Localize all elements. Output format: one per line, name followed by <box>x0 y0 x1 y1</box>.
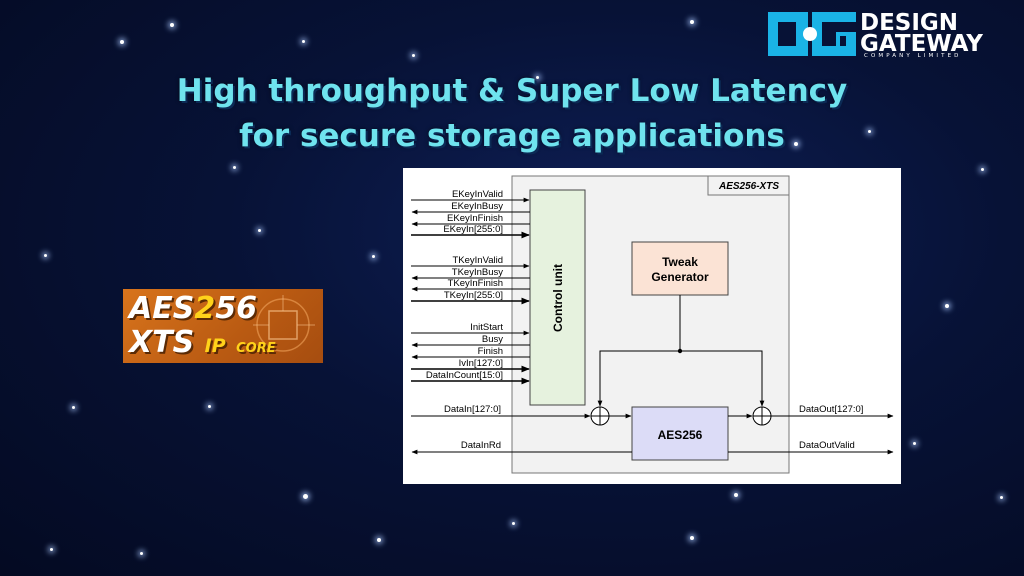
dg-logo-icon <box>768 12 856 56</box>
signal-label: TKeyInBusy <box>452 267 503 278</box>
logo-word-gateway: GATEWAY <box>860 31 983 57</box>
control-signals: EKeyInValidEKeyInBusyEKeyInFinishEKeyIn[… <box>411 189 530 385</box>
star <box>377 538 381 542</box>
badge-aes: AES <box>129 291 195 326</box>
star <box>72 406 75 409</box>
star <box>120 40 124 44</box>
module-title-tab <box>707 176 789 196</box>
tweak-label-line1: Tweak <box>662 255 698 269</box>
aes256-xts-block-diagram: AES256-XTS Control unit Tweak Generator … <box>403 168 901 484</box>
control-unit-block <box>529 189 586 406</box>
signal-label: TKeyIn[255:0] <box>444 290 503 301</box>
tweak-to-xor-in <box>597 350 680 407</box>
signal-label: TKeyInFinish <box>448 278 503 289</box>
star <box>536 76 539 79</box>
star <box>981 168 984 171</box>
signal-label: IvIn[127:0] <box>459 358 503 369</box>
star <box>50 548 53 551</box>
badge-2: 2 <box>194 291 216 326</box>
star <box>945 304 949 308</box>
star <box>1000 496 1003 499</box>
star <box>734 493 738 497</box>
signal-label: TKeyInValid <box>452 255 503 266</box>
star <box>303 494 308 499</box>
tweak-generator-block <box>631 241 729 296</box>
data-in-rd-label: DataInRd <box>461 440 501 451</box>
star <box>412 54 415 57</box>
logo-word-design: DESIGN <box>860 10 959 36</box>
diagram-canvas: AES256-XTS Control unit Tweak Generator … <box>411 175 894 474</box>
data-in-label: DataIn[127:0] <box>444 404 501 415</box>
data-out-valid-label: DataOutValid <box>799 440 855 451</box>
signal-label: Busy <box>482 334 503 345</box>
design-gateway-logo: DESIGN GATEWAY COMPANY LIMITED <box>768 10 1012 60</box>
star <box>690 536 694 540</box>
module-title: AES256-XTS <box>718 181 779 192</box>
tweak-to-xor-out <box>680 350 765 407</box>
aes256-label: AES256 <box>658 428 703 442</box>
badge-ip: IP <box>204 335 226 357</box>
star <box>170 23 174 27</box>
badge-core: CORE <box>236 341 276 356</box>
star <box>208 405 211 408</box>
star <box>44 254 47 257</box>
star <box>140 552 143 555</box>
badge-xts: XTS <box>129 325 195 360</box>
badge-line1: AES256 <box>129 291 257 326</box>
aes256-block <box>631 406 729 461</box>
star <box>794 142 798 146</box>
signal-label: Finish <box>478 346 503 357</box>
signal-label: EKeyInValid <box>452 189 503 200</box>
signal-label: DataInCount[15:0] <box>426 370 503 381</box>
star <box>258 229 261 232</box>
star <box>372 255 375 258</box>
star <box>913 442 916 445</box>
chip-graphic-icon <box>253 295 315 352</box>
badge-line2: XTS IP CORE <box>129 325 276 360</box>
star <box>233 166 236 169</box>
star <box>302 40 305 43</box>
signal-label: EKeyIn[255:0] <box>443 224 503 235</box>
signal-label: EKeyInBusy <box>451 201 503 212</box>
headline-line2: for secure storage applications <box>239 118 785 154</box>
control-unit-label: Control unit <box>551 264 565 332</box>
tweak-label-line2: Generator <box>651 270 709 284</box>
xor-output-icon <box>752 406 772 426</box>
star <box>868 130 871 133</box>
signal-label: InitStart <box>470 322 503 333</box>
aes256-xts-badge: AES256 XTS IP CORE <box>123 289 323 363</box>
star <box>512 522 515 525</box>
data-out-label: DataOut[127:0] <box>799 404 863 415</box>
logo-subtitle: COMPANY LIMITED <box>864 53 962 59</box>
xor-input-icon <box>590 406 610 426</box>
signal-label: EKeyInFinish <box>447 213 503 224</box>
headline-line1: High throughput & Super Low Latency <box>176 73 848 109</box>
star <box>690 20 694 24</box>
badge-56: 56 <box>215 291 257 326</box>
